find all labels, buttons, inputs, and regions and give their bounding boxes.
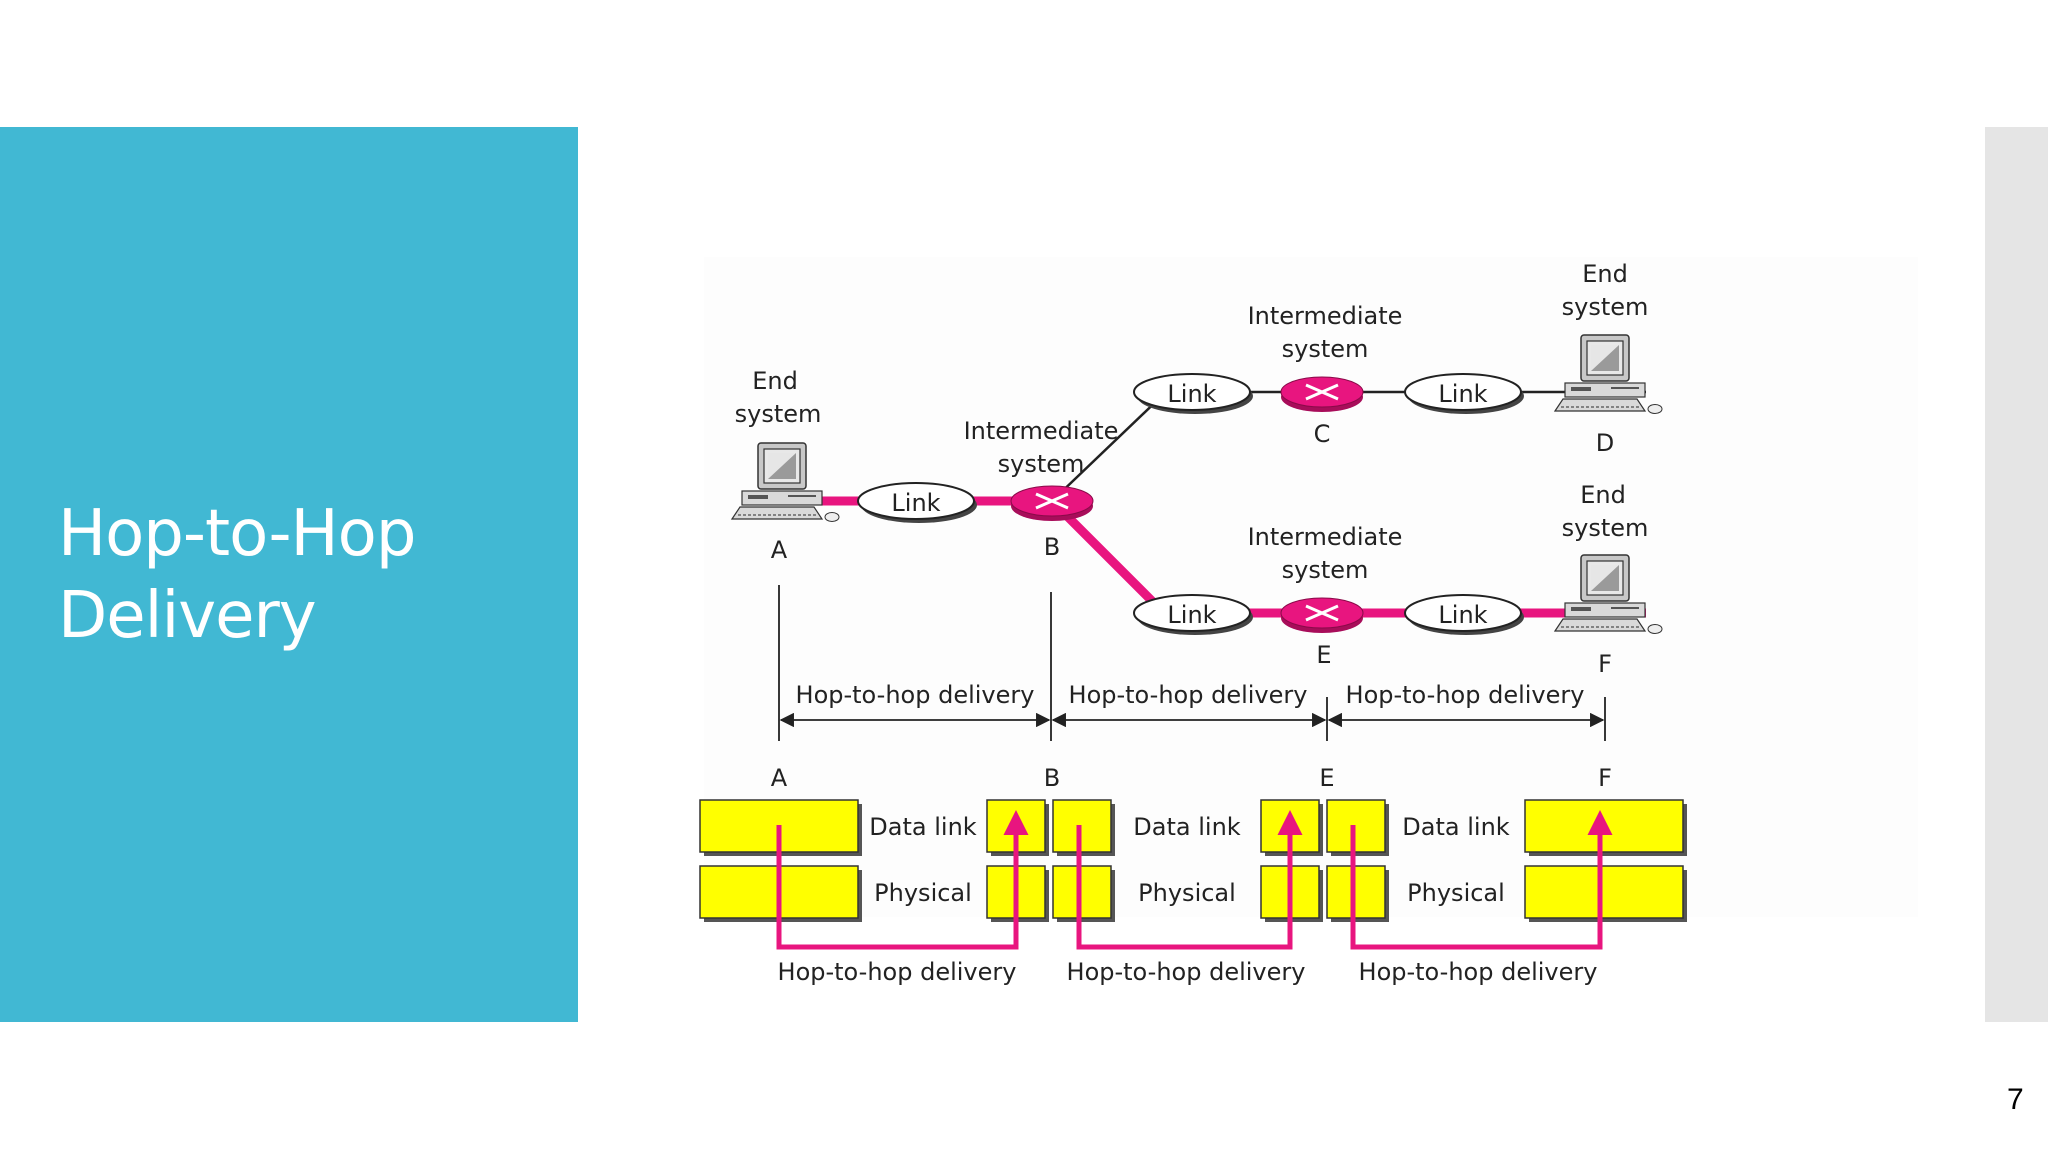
label-system: system bbox=[1562, 293, 1649, 321]
layer-label-physical: Physical bbox=[874, 879, 972, 907]
layer-label-datalink: Data link bbox=[1402, 813, 1509, 841]
link-oval-ab: Link bbox=[857, 482, 978, 524]
layer-label-physical: Physical bbox=[1138, 879, 1236, 907]
link-oval-be: Link bbox=[1133, 594, 1254, 636]
physical-box-e-out bbox=[1326, 865, 1386, 919]
hop-label-bottom: Hop-to-hop delivery bbox=[1359, 958, 1598, 986]
datalink-box-b-out bbox=[1052, 799, 1112, 853]
node-e: E bbox=[1316, 641, 1331, 669]
hop-label-bottom: Hop-to-hop delivery bbox=[778, 958, 1017, 986]
node-a: A bbox=[771, 536, 788, 564]
label-system: system bbox=[1562, 514, 1649, 542]
link-label: Link bbox=[891, 489, 940, 517]
node-f: F bbox=[1598, 650, 1612, 678]
physical-box-b-out bbox=[1052, 865, 1112, 919]
dataflow-b-e bbox=[1076, 810, 1303, 950]
slide-title: Hop-to-Hop Delivery bbox=[58, 493, 558, 657]
router-icon bbox=[1009, 484, 1095, 523]
datalink-box-f bbox=[1524, 799, 1684, 853]
router-icon bbox=[1279, 596, 1365, 635]
link-oval-cd: Link bbox=[1404, 373, 1525, 415]
hop-to-hop-diagram: Link Link Link Link Link End system End … bbox=[699, 257, 1918, 986]
node-a: A bbox=[771, 764, 788, 792]
label-end: End bbox=[1582, 260, 1628, 288]
title-line-1: Hop-to-Hop bbox=[58, 497, 416, 571]
dataflow-e-f bbox=[1350, 810, 1613, 950]
label-end: End bbox=[752, 367, 798, 395]
dataflow-a-b bbox=[776, 810, 1029, 950]
title-panel bbox=[0, 127, 578, 1022]
router-icon bbox=[1279, 375, 1365, 414]
link-label: Link bbox=[1438, 380, 1487, 408]
link-label: Link bbox=[1167, 380, 1216, 408]
node-e: E bbox=[1319, 764, 1334, 792]
physical-box-f bbox=[1524, 865, 1684, 919]
node-f: F bbox=[1598, 764, 1612, 792]
hop-label-top: Hop-to-hop delivery bbox=[1346, 681, 1585, 709]
title-line-2: Delivery bbox=[58, 579, 317, 653]
page-number: 7 bbox=[2007, 1083, 2024, 1116]
label-intermediate: Intermediate bbox=[964, 417, 1119, 445]
hop-span-markers bbox=[778, 585, 1606, 741]
link-oval-bc: Link bbox=[1133, 373, 1254, 415]
label-intermediate: Intermediate bbox=[1248, 523, 1403, 551]
line-b-c bbox=[1051, 391, 1167, 502]
dataflow-paths bbox=[776, 810, 1613, 950]
node-d: D bbox=[1596, 429, 1614, 457]
link-oval-ef: Link bbox=[1404, 594, 1525, 636]
layer-label-physical: Physical bbox=[1407, 879, 1505, 907]
node-b: B bbox=[1044, 764, 1060, 792]
label-system: system bbox=[1282, 335, 1369, 363]
label-intermediate: Intermediate bbox=[1248, 302, 1403, 330]
layer-label-datalink: Data link bbox=[1133, 813, 1240, 841]
label-end: End bbox=[1580, 481, 1626, 509]
label-system: system bbox=[1282, 556, 1369, 584]
datalink-box-e-out bbox=[1326, 799, 1386, 853]
path-b-e bbox=[1048, 497, 1170, 619]
label-system: system bbox=[998, 450, 1085, 478]
hop-label-top: Hop-to-hop delivery bbox=[796, 681, 1035, 709]
right-side-strip bbox=[1985, 127, 2048, 1022]
node-b: B bbox=[1044, 533, 1060, 561]
link-label: Link bbox=[1438, 601, 1487, 629]
node-c: C bbox=[1314, 420, 1331, 448]
hop-label-bottom: Hop-to-hop delivery bbox=[1067, 958, 1306, 986]
hop-label-top: Hop-to-hop delivery bbox=[1069, 681, 1308, 709]
layer-label-datalink: Data link bbox=[869, 813, 976, 841]
link-label: Link bbox=[1167, 601, 1216, 629]
label-system: system bbox=[735, 400, 822, 428]
